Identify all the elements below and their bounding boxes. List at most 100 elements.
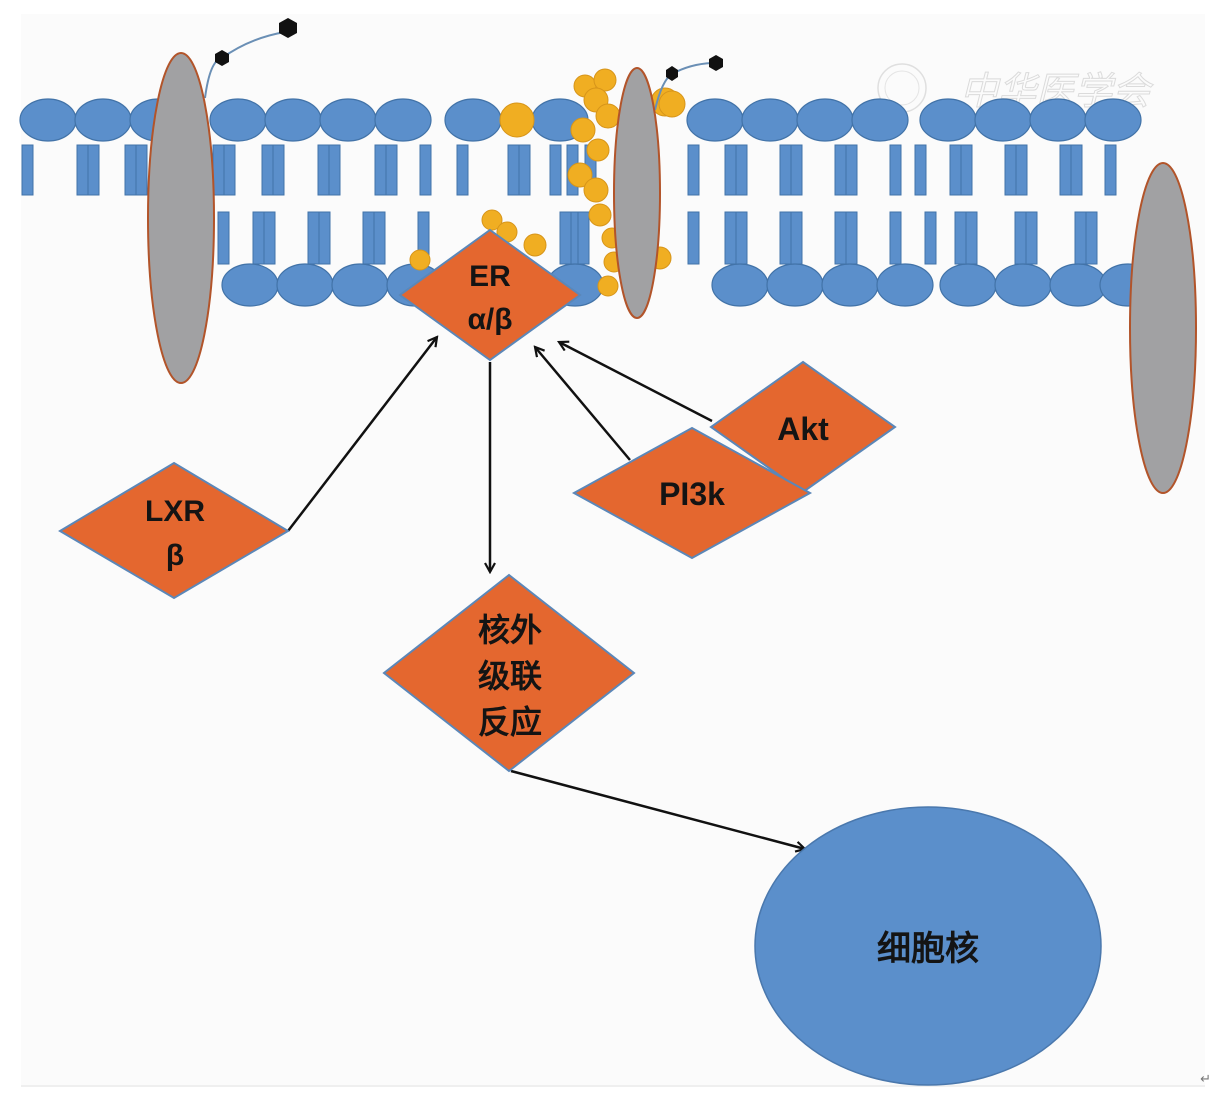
lipid-tail xyxy=(577,211,590,265)
lipid-tail xyxy=(965,211,978,265)
lipid-tail xyxy=(834,211,847,265)
cholesterol-molecule xyxy=(567,162,593,188)
node-er-label-1: ER xyxy=(469,260,511,293)
node-akt[interactable]: Akt xyxy=(709,360,897,494)
lipid-head xyxy=(711,263,769,307)
lipid-tail xyxy=(135,144,148,196)
lipid-head xyxy=(1029,98,1087,142)
lipid-tail xyxy=(1074,211,1087,265)
node-pi3k[interactable]: PI3k xyxy=(571,426,813,560)
lipid-head xyxy=(319,98,377,142)
lipid-tail xyxy=(559,211,572,265)
lipid-tail xyxy=(307,211,320,265)
lipid-tail xyxy=(124,144,137,196)
lipid-head xyxy=(331,263,389,307)
lipid-tail xyxy=(687,211,700,265)
node-cascade-label-1: 核外 xyxy=(478,611,542,649)
lipid-tail xyxy=(374,144,387,196)
lipid-tail xyxy=(87,144,100,196)
ligand-chain-1 xyxy=(204,18,297,99)
lipid-tail xyxy=(889,211,902,265)
cholesterol-molecule xyxy=(595,103,621,129)
cholesterol-molecule xyxy=(597,275,619,297)
lipid-head xyxy=(19,98,77,142)
lipid-head xyxy=(876,263,934,307)
lipid-tail xyxy=(779,211,792,265)
node-er[interactable]: ER α/β xyxy=(398,228,582,362)
lipid-head xyxy=(994,263,1052,307)
lipid-tail xyxy=(790,211,803,265)
lipid-head xyxy=(74,98,132,142)
lipid-tail xyxy=(385,144,398,196)
lipid-tail xyxy=(328,144,341,196)
lipid-tail xyxy=(1085,211,1098,265)
lipid-tail xyxy=(317,144,330,196)
arrow-cascade-to-nucleus xyxy=(510,769,805,849)
lipid-tail xyxy=(1059,144,1072,196)
paragraph-mark-icon: ↵ xyxy=(1200,1072,1211,1087)
lower-leaflet-tails xyxy=(217,211,1098,265)
lipid-tail xyxy=(889,144,902,196)
node-cascade-label-2: 级联 xyxy=(478,657,542,695)
lipid-tail xyxy=(834,144,847,196)
node-nucleus[interactable]: 细胞核 xyxy=(754,806,1102,1086)
lipid-tail xyxy=(954,211,967,265)
lipid-head xyxy=(851,98,909,142)
ligand-hexagon-icon xyxy=(279,18,297,38)
lipid-head xyxy=(221,263,279,307)
lipid-head xyxy=(1049,263,1107,307)
ligand-hexagon-icon xyxy=(666,66,678,81)
lipid-tail xyxy=(1014,211,1027,265)
lipid-tail xyxy=(419,144,432,196)
lipid-tail xyxy=(960,144,973,196)
lipid-tail xyxy=(735,211,748,265)
ligand-chain-2 xyxy=(654,55,723,111)
arrow-pi3k-to-er xyxy=(535,347,631,461)
cholesterol-molecule xyxy=(409,249,431,271)
lipid-tail xyxy=(272,144,285,196)
cholesterol-molecule xyxy=(570,117,596,143)
arrows xyxy=(287,337,805,849)
lipid-tail xyxy=(223,144,236,196)
cholesterol-molecule xyxy=(588,203,612,227)
lipid-head xyxy=(821,263,879,307)
lipid-tail xyxy=(845,211,858,265)
lipid-head xyxy=(276,263,334,307)
node-cascade[interactable]: 核外 级联 反应 xyxy=(382,573,636,773)
lipid-head xyxy=(444,98,502,142)
lipid-tail xyxy=(1070,144,1083,196)
lipid-tail xyxy=(949,144,962,196)
lipid-tail xyxy=(687,144,700,196)
lipid-tail xyxy=(261,144,274,196)
cholesterol-molecule xyxy=(499,102,535,138)
lipid-tail xyxy=(1104,144,1117,196)
lipid-head xyxy=(974,98,1032,142)
lipid-tail xyxy=(456,144,469,196)
lipid-tail xyxy=(914,144,927,196)
lipid-tail xyxy=(518,144,531,196)
ligand-hexagon-icon xyxy=(215,50,229,66)
lipid-tail xyxy=(735,144,748,196)
cholesterol-molecule xyxy=(593,68,617,92)
lipid-tail xyxy=(1015,144,1028,196)
lipid-head xyxy=(264,98,322,142)
lipid-tail xyxy=(845,144,858,196)
lipid-tail xyxy=(362,211,375,265)
lipid-tail xyxy=(217,211,230,265)
cholesterol-molecule xyxy=(481,209,503,231)
node-nucleus-label: 细胞核 xyxy=(877,929,979,969)
lipid-tail xyxy=(1025,211,1038,265)
lipid-tail xyxy=(318,211,331,265)
lipid-tail xyxy=(724,211,737,265)
node-cascade-label-3: 反应 xyxy=(478,703,542,741)
membrane-protein-middle xyxy=(613,67,661,319)
node-lxr[interactable]: LXR β xyxy=(58,461,290,600)
cholesterol-molecule xyxy=(583,177,609,203)
cholesterol-molecule xyxy=(523,233,547,257)
node-lxr-label-1: LXR xyxy=(145,495,205,528)
cholesterol-molecule xyxy=(586,138,610,162)
lipid-tail xyxy=(76,144,89,196)
lower-leaflet-heads xyxy=(221,263,1157,307)
lipid-tail xyxy=(924,211,937,265)
